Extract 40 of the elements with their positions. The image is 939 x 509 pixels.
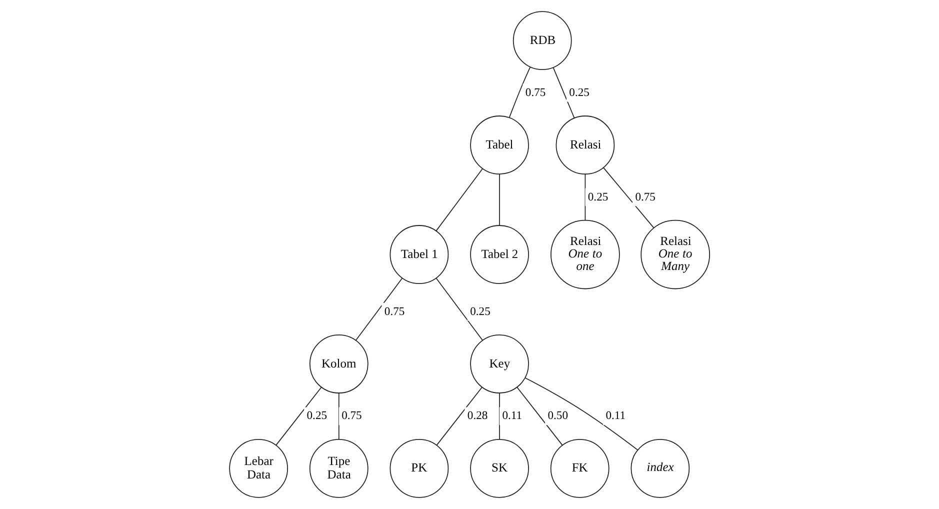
node-circle: Key: [470, 334, 529, 394]
edge-label: 0.25: [588, 190, 608, 204]
node-circle: Kolom: [309, 334, 368, 394]
connector: [508, 66, 531, 118]
node-circle: Tipe Data: [309, 438, 368, 498]
edge-label: 0.28: [467, 409, 488, 422]
connector: [436, 278, 483, 341]
edge-label: 0.75: [384, 304, 405, 318]
node-circle: Tabel: [470, 116, 529, 174]
edge-label: 0.75: [525, 86, 546, 99]
node-circle: Tabel 2: [470, 225, 529, 284]
node-circle: FK: [550, 438, 610, 498]
edge-label: 0.75: [342, 409, 362, 422]
connector: [552, 67, 575, 118]
edge-label: 0.11: [606, 409, 626, 422]
node-circle: index: [630, 438, 690, 498]
connector: [499, 174, 500, 226]
node-circle: PK: [390, 438, 449, 498]
connector: [338, 392, 340, 440]
node-circle: RDB: [512, 11, 572, 70]
connector: [355, 278, 403, 341]
edge-label: 0.11: [502, 409, 522, 422]
node-circle: Relasi One to one: [550, 220, 620, 290]
connector: [499, 392, 500, 440]
edge-label: 0.75: [635, 190, 656, 204]
edge-label: 0.25: [306, 409, 328, 422]
connector: [436, 386, 482, 446]
edge-label: 0.25: [569, 86, 590, 99]
connector: [524, 377, 638, 450]
edge-label: 0.50: [548, 409, 568, 422]
edge-label: 0.25: [470, 304, 490, 318]
connector: [276, 386, 322, 446]
node-circle: Relasi: [556, 116, 615, 174]
node-circle: Tabel 1: [390, 225, 449, 284]
node-circle: SK: [470, 438, 529, 498]
connector: [516, 386, 563, 446]
connector: [603, 167, 654, 228]
node-circle: Lebar Data: [229, 438, 288, 498]
connector: [436, 168, 483, 232]
node-circle: Relasi One to Many: [640, 220, 710, 290]
